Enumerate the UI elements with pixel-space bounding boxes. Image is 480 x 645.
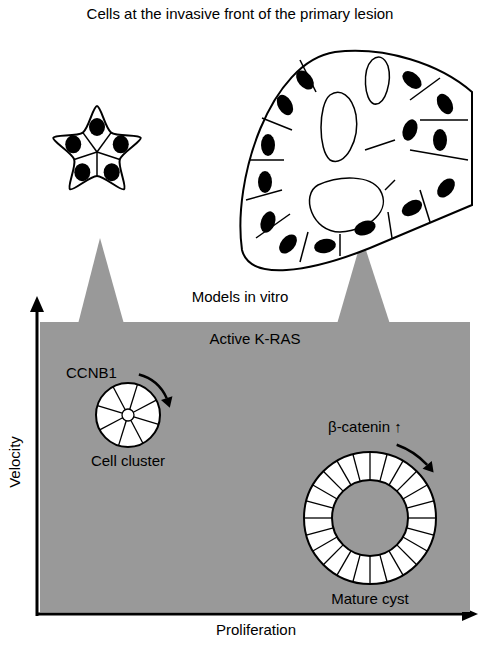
cell-border (323, 471, 343, 491)
cell-border (410, 150, 468, 160)
nucleus (74, 163, 90, 181)
nucleus (276, 231, 301, 257)
cell-cluster-shape (73, 378, 183, 452)
cell-border (380, 555, 387, 582)
gland-lumen (321, 92, 357, 161)
nucleus (89, 118, 105, 136)
cell-border (83, 133, 97, 152)
cell-border (369, 556, 370, 584)
cell-border (304, 517, 332, 518)
cell-border (397, 545, 417, 565)
nucleus (399, 68, 425, 93)
shape-label: Mature cyst (331, 590, 409, 608)
cell-border (397, 471, 417, 491)
cell-cluster-figure (53, 106, 141, 189)
nucleus (258, 209, 279, 234)
panel-heading: Active K-RAS (40, 330, 470, 348)
cell-border (250, 159, 284, 161)
cell-border (97, 406, 122, 414)
cell-border (388, 212, 392, 238)
shape-label: Cell cluster (91, 452, 165, 470)
cell-border (262, 118, 292, 130)
nucleus (104, 163, 120, 181)
cyst-rotation-arrow (397, 445, 428, 465)
nucleus (258, 171, 272, 193)
cell-border (97, 152, 120, 159)
cyst-lumen (332, 480, 408, 556)
nucleus (65, 135, 81, 153)
cell-border (353, 555, 360, 582)
cell-border (337, 551, 351, 575)
cell-border (313, 485, 337, 499)
cell-border (313, 537, 337, 551)
nucleus (352, 218, 377, 239)
cell-border (131, 420, 143, 443)
cell-border (96, 152, 98, 176)
cell-border (385, 180, 395, 190)
cell-border (323, 545, 343, 565)
cell-cluster-node: Cell cluster (73, 378, 183, 470)
cell-border (353, 454, 360, 481)
gland-figure (240, 51, 472, 270)
cluster-rotation-arrow (139, 374, 167, 398)
cluster-center (122, 409, 134, 421)
cell-border (300, 232, 308, 262)
cell-border (100, 418, 123, 430)
nucleus (261, 134, 275, 156)
cell-border (403, 485, 427, 499)
cell-border (389, 551, 403, 575)
nucleus (433, 129, 447, 151)
cell-border (130, 384, 138, 409)
cyst-outline (304, 452, 436, 584)
axis-arrowhead (30, 296, 44, 312)
cell-border (113, 387, 125, 410)
gland-lumen (365, 57, 389, 104)
cell-border (380, 454, 387, 481)
nucleus (434, 175, 459, 201)
axis-label: Velocity (6, 436, 24, 488)
cell-border (403, 537, 427, 551)
cell-border (420, 119, 468, 121)
nucleus (313, 237, 337, 255)
arrowhead (161, 396, 172, 407)
cell-border (369, 452, 370, 480)
nucleus (273, 92, 296, 118)
left-peak (78, 238, 124, 324)
velocity-axis (36, 308, 39, 616)
nucleus (400, 117, 421, 142)
nucleus (399, 196, 425, 219)
cell-border (339, 234, 341, 256)
nucleus (433, 91, 456, 117)
models-label: Models in vitro (192, 288, 289, 306)
cell-border (74, 152, 97, 159)
cyst-shape (290, 446, 450, 590)
proliferation-axis (36, 613, 466, 616)
cell-border (306, 501, 333, 508)
arrowhead (423, 461, 434, 473)
cell-border (134, 417, 159, 425)
cell-border (407, 501, 434, 508)
gene-label: β-catenin ↑ (328, 418, 402, 436)
cell-border (408, 517, 436, 518)
mature-cyst-node: Mature cyst (290, 446, 450, 608)
cluster-outline (96, 383, 160, 447)
cell-border (365, 140, 395, 150)
cell-border (407, 528, 434, 535)
cell-border (337, 461, 351, 485)
cell-border (306, 528, 333, 535)
cell-border (119, 421, 127, 446)
nucleus (293, 67, 318, 93)
cell-border (133, 400, 156, 412)
axis-label: Proliferation (216, 621, 296, 639)
gene-label: CCNB1 (66, 364, 117, 382)
cell-border (389, 461, 403, 485)
figure-title: Cells at the invasive front of the prima… (87, 5, 394, 23)
nucleus (113, 135, 129, 153)
